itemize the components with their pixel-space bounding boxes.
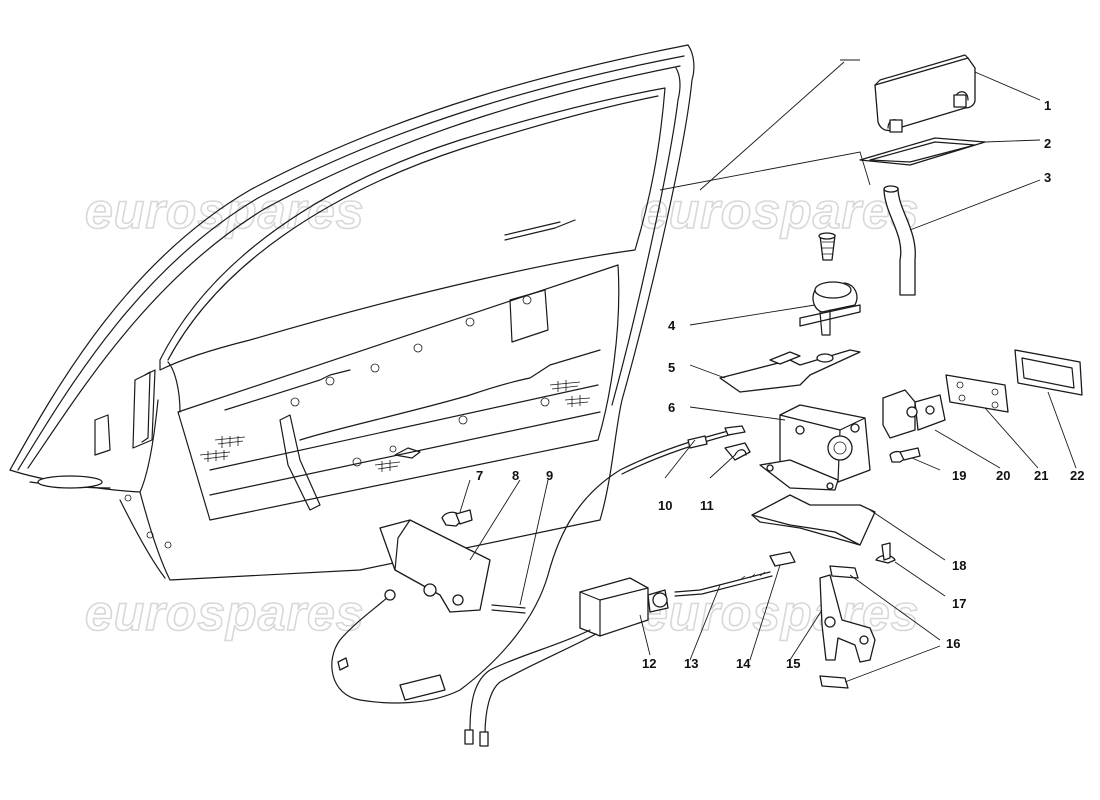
callout-10: 10 <box>658 498 672 513</box>
callout-2: 2 <box>1044 136 1051 151</box>
part-seal <box>1014 349 1083 396</box>
part-gasket <box>859 137 986 166</box>
callout-12: 12 <box>642 656 656 671</box>
callout-9: 9 <box>546 468 553 483</box>
callout-22: 22 <box>1070 468 1084 483</box>
watermark-bottom-right: eurospares <box>640 585 920 641</box>
callout-labels: 1 2 3 4 5 6 7 8 9 10 11 12 13 14 15 16 1… <box>476 98 1084 671</box>
part-rod-9 <box>491 604 526 614</box>
callout-19: 19 <box>952 468 966 483</box>
callout-13: 13 <box>684 656 698 671</box>
callout-16: 16 <box>946 636 960 651</box>
part-lock-cylinder <box>799 232 861 336</box>
callout-8: 8 <box>512 468 519 483</box>
part-pad <box>945 374 1009 413</box>
callout-14: 14 <box>736 656 751 671</box>
callout-17: 17 <box>952 596 966 611</box>
part-bush-14 <box>769 551 796 567</box>
leader-lines <box>459 59 1077 683</box>
callout-7: 7 <box>476 468 483 483</box>
callout-3: 3 <box>1044 170 1051 185</box>
part-lever <box>719 349 861 393</box>
part-hinge <box>882 389 946 439</box>
part-clip <box>724 442 751 461</box>
part-screw-17 <box>875 542 896 564</box>
callout-5: 5 <box>668 360 675 375</box>
part-lever-arm <box>819 574 876 663</box>
callout-18: 18 <box>952 558 966 573</box>
part-latch <box>759 404 871 491</box>
watermark-top-left: eurospares <box>85 183 365 239</box>
part-actuator <box>464 577 669 747</box>
part-screw-19 <box>889 447 921 463</box>
callout-20: 20 <box>996 468 1010 483</box>
watermark-top-right: eurospares <box>640 183 920 239</box>
part-plate <box>751 494 876 546</box>
callout-1: 1 <box>1044 98 1051 113</box>
part-rod-13 <box>674 571 773 597</box>
callout-11: 11 <box>700 498 714 513</box>
callout-15: 15 <box>786 656 800 671</box>
callout-4: 4 <box>668 318 676 333</box>
callout-6: 6 <box>668 400 675 415</box>
part-bush-16 <box>819 565 859 689</box>
watermarks: eurospares eurospares eurospares eurospa… <box>84 182 920 642</box>
part-screw-7 <box>441 509 473 527</box>
watermark-bottom-left: eurospares <box>85 585 365 641</box>
part-cable <box>331 425 746 704</box>
part-handle-bracket <box>379 519 491 613</box>
callout-21: 21 <box>1034 468 1048 483</box>
part-hose <box>883 185 916 296</box>
part-handle-housing <box>874 54 976 133</box>
door-frame <box>9 44 695 581</box>
